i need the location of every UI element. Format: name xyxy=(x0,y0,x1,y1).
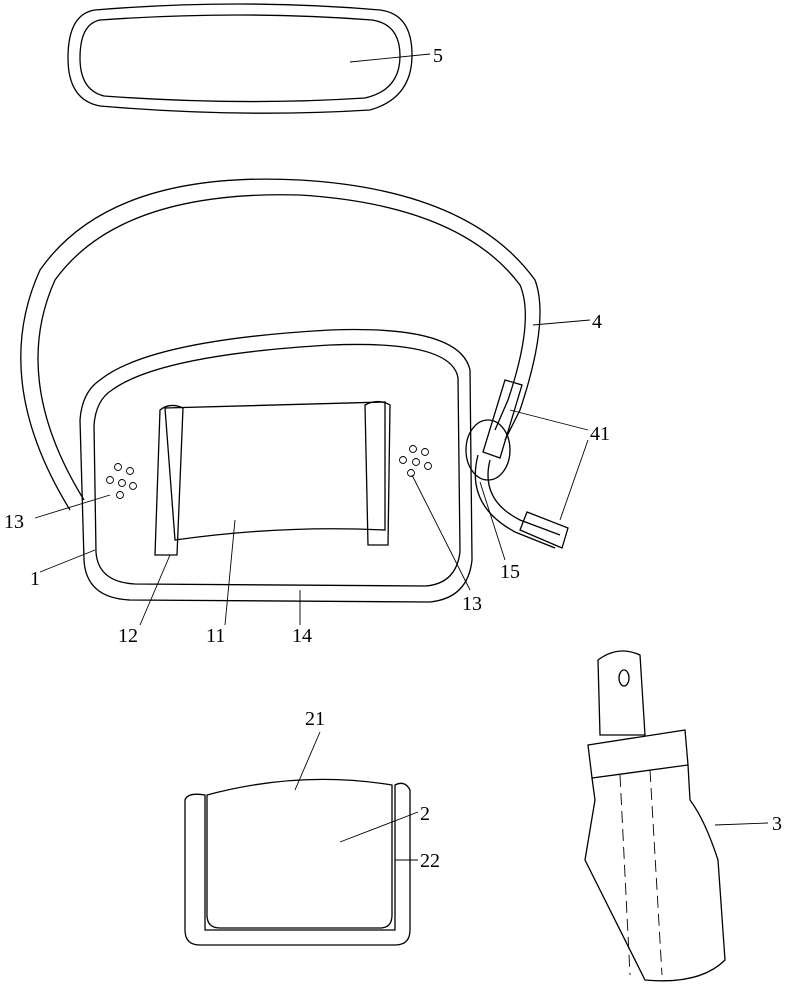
eye-pad xyxy=(67,3,431,114)
label-21: 21 xyxy=(305,708,325,730)
spray-bottle xyxy=(584,650,769,982)
label-12: 12 xyxy=(118,625,138,647)
label-13-right: 13 xyxy=(462,593,482,615)
mask-body xyxy=(34,328,506,626)
label-22: 22 xyxy=(420,850,440,872)
pad xyxy=(184,731,419,946)
label-3: 3 xyxy=(772,813,782,835)
label-15: 15 xyxy=(500,561,520,583)
label-11: 11 xyxy=(206,625,225,647)
vent-holes-right xyxy=(399,445,432,477)
label-13-left: 13 xyxy=(4,511,24,533)
label-4: 4 xyxy=(592,311,602,333)
vent-holes-left xyxy=(106,463,137,499)
label-14: 14 xyxy=(292,625,312,647)
label-1: 1 xyxy=(30,568,40,590)
label-41: 41 xyxy=(590,423,610,445)
label-5: 5 xyxy=(433,45,443,67)
strap xyxy=(20,178,591,549)
label-2: 2 xyxy=(420,803,430,825)
